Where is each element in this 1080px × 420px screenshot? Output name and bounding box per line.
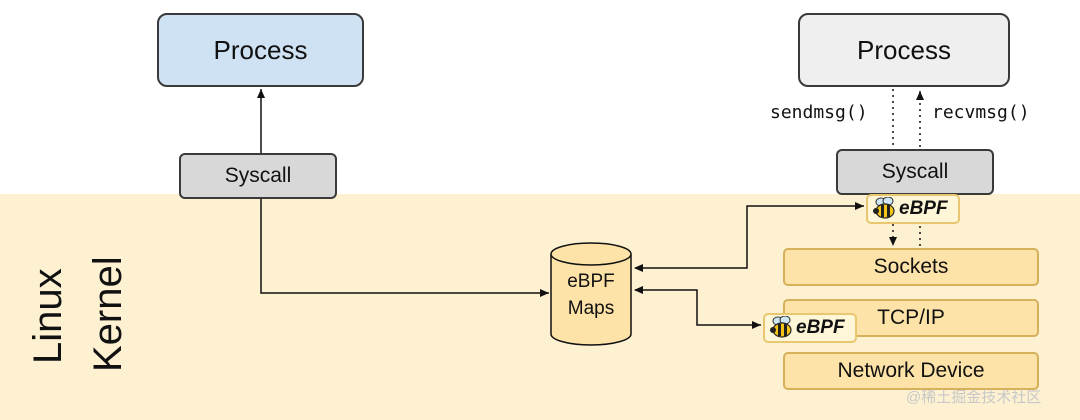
bee-icon bbox=[770, 316, 792, 338]
ebpf-badge-label: eBPF bbox=[796, 317, 845, 338]
ebpf-badge-tcp: eBPF bbox=[763, 313, 857, 343]
kernel-label-line2: Kernel bbox=[86, 256, 130, 372]
maps-to-socket-ebpf-arrow bbox=[634, 202, 864, 272]
sockets-layer: Sockets bbox=[783, 248, 1039, 286]
sendmsg-label: sendmsg() bbox=[770, 102, 868, 123]
ebpf-maps-cylinder bbox=[550, 242, 632, 346]
syscall-box-right: Syscall bbox=[836, 149, 994, 195]
kernel-label-line1: Linux bbox=[26, 268, 70, 364]
kernel-label: Linux Kernel bbox=[22, 232, 152, 382]
process-box-right: Process bbox=[798, 13, 1010, 87]
bee-icon bbox=[873, 197, 895, 219]
ebpf-maps-label-line1: eBPF bbox=[567, 271, 615, 292]
syscall-box-left: Syscall bbox=[179, 153, 337, 199]
ebpf-badge-label: eBPF bbox=[899, 198, 948, 219]
ebpf-badge-socket: eBPF bbox=[866, 194, 960, 224]
process-box-left: Process bbox=[157, 13, 364, 87]
recvmsg-label: recvmsg() bbox=[932, 102, 1030, 123]
maps-to-tcp-ebpf-arrow bbox=[634, 286, 761, 329]
syscall-to-maps-arrow bbox=[260, 199, 549, 297]
ebpf-maps-label: eBPF Maps bbox=[551, 268, 631, 322]
network-device-layer: Network Device bbox=[783, 352, 1039, 390]
ebpf-maps-label-line2: Maps bbox=[567, 298, 615, 319]
watermark: @稀土掘金技术社区 bbox=[906, 389, 1042, 406]
